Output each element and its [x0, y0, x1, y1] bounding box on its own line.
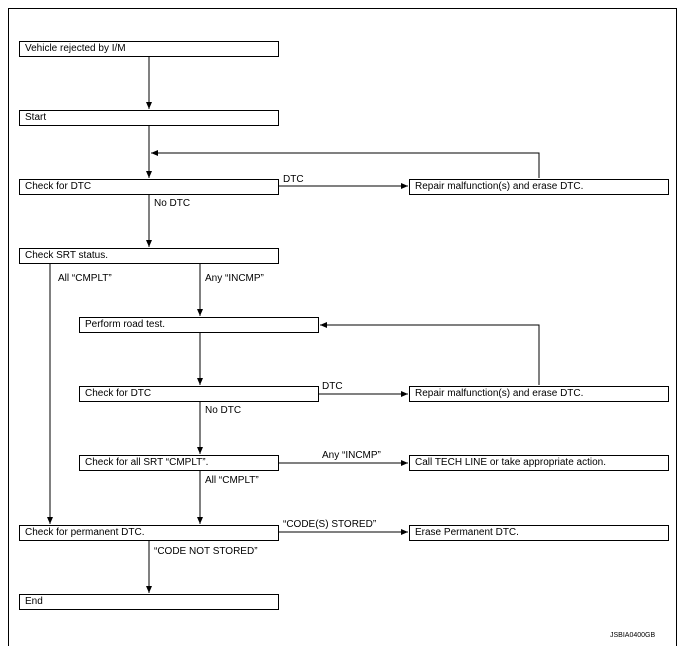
- label-all-cmplt-1: All “CMPLT”: [58, 273, 112, 284]
- label-any-incmp-1: Any “INCMP”: [205, 273, 264, 284]
- box-start: Start: [19, 110, 279, 126]
- label-codes-stored: “CODE(S) STORED”: [283, 519, 377, 530]
- figure-code: JSBIA0400GB: [610, 632, 656, 639]
- label-any-incmp-2: Any “INCMP”: [322, 450, 381, 461]
- box-repair-2: Repair malfunction(s) and erase DTC.: [409, 386, 669, 402]
- box-vehicle-rejected: Vehicle rejected by I/M: [19, 41, 279, 57]
- label-all-cmplt-2: All “CMPLT”: [205, 475, 259, 486]
- label-code-not-stored: “CODE NOT STORED”: [154, 546, 258, 557]
- label-no-dtc-1: No DTC: [154, 198, 191, 209]
- box-perform-road-test: Perform road test.: [79, 317, 319, 333]
- box-check-dtc-2: Check for DTC: [79, 386, 319, 402]
- box-repair-1: Repair malfunction(s) and erase DTC.: [409, 179, 669, 195]
- box-check-all-srt: Check for all SRT “CMPLT”.: [79, 455, 279, 471]
- box-check-permanent-dtc: Check for permanent DTC.: [19, 525, 279, 541]
- label-no-dtc-2: No DTC: [205, 405, 242, 416]
- arrow-repair2-loop-back: [320, 322, 540, 385]
- box-end: End: [19, 594, 279, 610]
- box-check-srt-status: Check SRT status.: [19, 248, 279, 264]
- label-dtc-2: DTC: [322, 381, 343, 392]
- box-check-dtc-1: Check for DTC: [19, 179, 279, 195]
- diagram-frame: [8, 8, 677, 646]
- arrow-repair1-loop-back: [151, 150, 540, 178]
- box-erase-permanent-dtc: Erase Permanent DTC.: [409, 525, 669, 541]
- label-dtc-1: DTC: [283, 174, 304, 185]
- box-tech-line: Call TECH LINE or take appropriate actio…: [409, 455, 669, 471]
